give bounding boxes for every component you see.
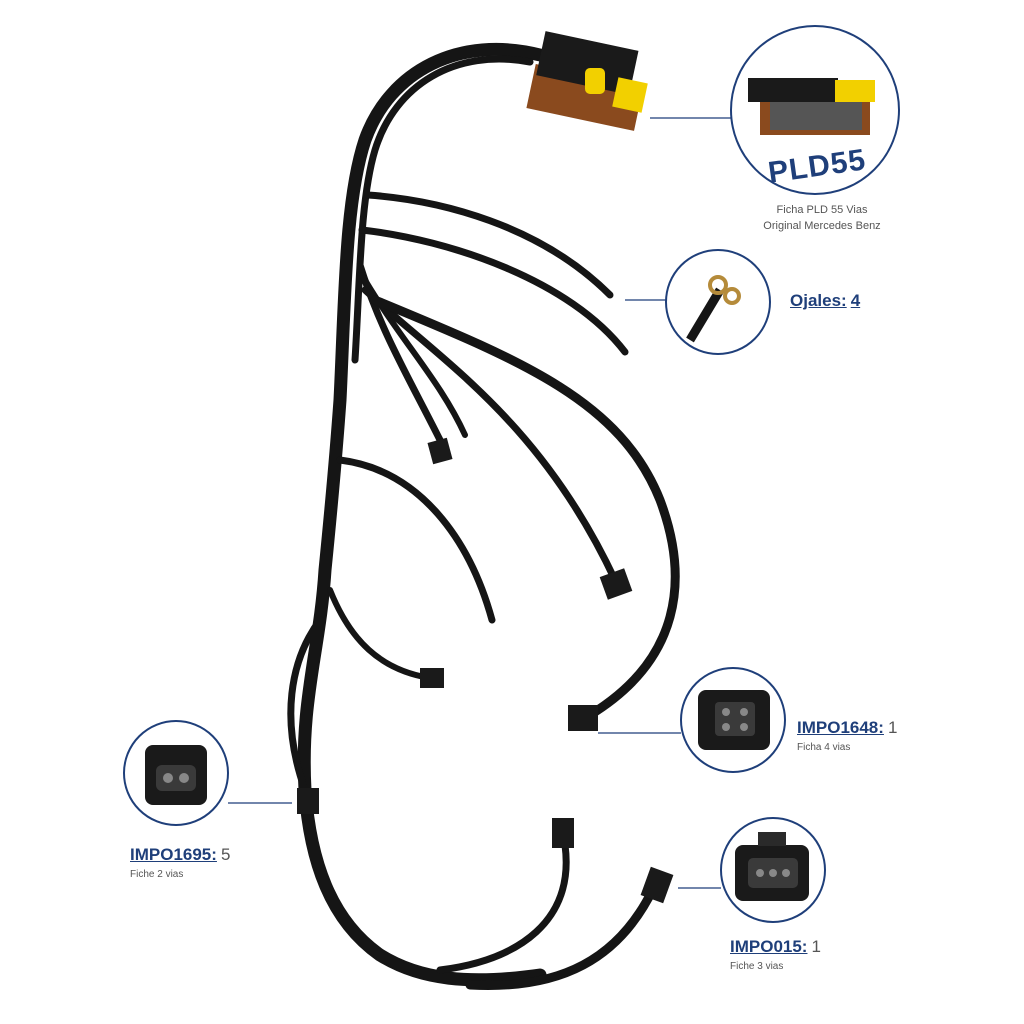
pld55-caption-line2: Original Mercedes Benz (763, 220, 881, 232)
branch-1 (364, 191, 614, 299)
trunk-strand (351, 55, 534, 364)
callout-impo1695 (123, 720, 229, 826)
three-pin-plug-icon (735, 832, 809, 901)
branch-5 (361, 286, 619, 584)
plug-impo015 (640, 866, 674, 904)
plug-branch-3 (427, 437, 453, 465)
four-pin-plug-icon (698, 690, 770, 750)
ojales-label: Ojales: (790, 291, 847, 310)
plug-impo1695 (297, 788, 319, 814)
impo015-label: IMPO015: (730, 937, 808, 956)
harness-connectors (297, 31, 674, 904)
branch-8 (327, 587, 433, 681)
pld55-caption: Ficha PLD 55 Vias Original Mercedes Benz (722, 202, 922, 234)
impo1695-label-group: IMPO1695:5 Fiche 2 vias (130, 845, 230, 880)
callout-impo015 (720, 817, 826, 923)
impo1648-sub: Ficha 4 vias (797, 742, 851, 753)
plug-branch-5 (599, 568, 633, 600)
leader-lines (228, 117, 731, 889)
callout-pld55 (730, 25, 900, 195)
impo015-label-group: IMPO015:1 Fiche 3 vias (730, 937, 821, 972)
two-pin-plug-icon (145, 745, 207, 805)
pld55-connector-icon (748, 78, 875, 135)
impo1648-label-group: IMPO1648:1 Ficha 4 vias (797, 718, 897, 753)
impo1648-qty: 1 (887, 718, 898, 737)
branch-10 (436, 841, 570, 974)
harness-wires (287, 42, 680, 991)
branch-7 (336, 456, 496, 624)
pld55-main-connector (526, 31, 648, 131)
plug-impo1648 (568, 705, 598, 731)
impo1648-label: IMPO1648: (797, 718, 884, 737)
ojales-label-group: Ojales:4 (790, 291, 860, 311)
plug-end-1 (552, 818, 574, 848)
impo015-qty: 1 (811, 937, 821, 956)
pld55-caption-line1: Ficha PLD 55 Vias (776, 204, 868, 216)
impo015-sub: Fiche 3 vias (730, 961, 784, 972)
impo1695-label: IMPO1695: (130, 845, 217, 864)
branch-9 (287, 616, 324, 794)
callout-impo1648 (680, 667, 786, 773)
ring-terminal-icon (686, 275, 741, 343)
branch-2 (358, 226, 629, 356)
ojales-qty: 4 (850, 291, 861, 310)
branch-11 (465, 880, 660, 991)
branch-6 (370, 295, 680, 720)
impo1695-qty: 5 (220, 845, 231, 864)
plug-branch-8 (420, 668, 444, 688)
main-trunk (297, 42, 547, 987)
callout-ojales (665, 249, 771, 355)
impo1695-sub: Fiche 2 vias (130, 869, 184, 880)
